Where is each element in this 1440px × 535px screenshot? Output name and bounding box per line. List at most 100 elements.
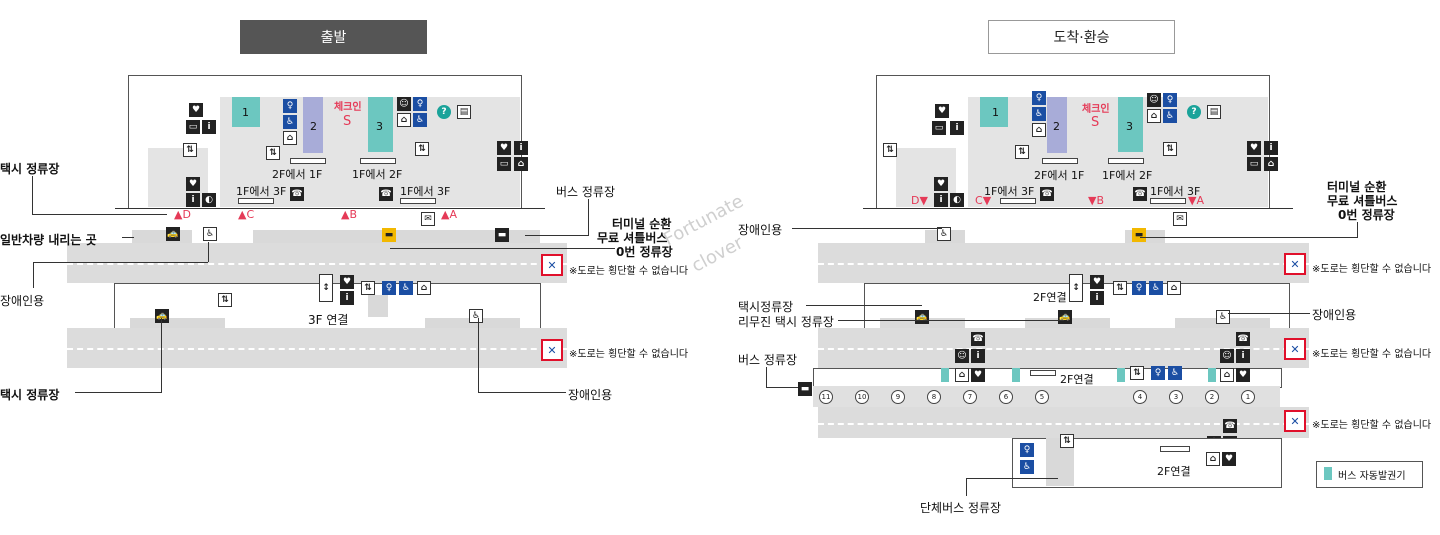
departure-header-label: 출발 [320, 30, 347, 46]
arrival-header-label: 도착·환승 [1053, 30, 1110, 46]
nursing-room-icon: ◐ [202, 193, 216, 207]
leader-line [966, 478, 1058, 479]
aed-icon: ♥ [189, 103, 203, 117]
leader-line [525, 235, 589, 236]
bus-stop-number: 3 [1169, 390, 1183, 404]
gate-a-label: A [1196, 194, 1204, 207]
departure-middle-curb-2 [425, 318, 520, 328]
smoking-icon: ⌂ [955, 368, 969, 382]
elevator-icon: ⇅ [883, 143, 897, 157]
mail-icon: ✉ [1173, 212, 1187, 226]
departure-counter-3 [368, 97, 393, 152]
aed-icon: ♥ [935, 104, 949, 118]
gate-d: D▼ [911, 194, 928, 207]
departure-connect-3f: 3F 연결 [308, 313, 349, 327]
leader-line [478, 392, 566, 393]
info-counter-icon: i [934, 193, 948, 207]
departure-1f-to-3f-b: 1F에서 3F [400, 185, 451, 198]
computer-icon: ▭ [497, 157, 511, 171]
lounge-icon: ▤ [457, 105, 471, 119]
leader-line [1228, 313, 1310, 314]
restroom-icon: ♀ [1132, 281, 1146, 295]
departure-no-crossing-2: ※도로는 횡단할 수 없습니다 [569, 349, 689, 360]
aed-icon: ♥ [186, 177, 200, 191]
wheelchair-icon: ♿ [937, 227, 951, 241]
leader-line [1357, 222, 1358, 238]
no-crossing-icon: ✕ [1284, 338, 1306, 360]
arrival-counter-3 [1118, 97, 1143, 152]
departure-accessible-left: 장애인용 [0, 294, 45, 308]
aed-icon: ♥ [934, 177, 948, 191]
arrival-counter-2-label: 2 [1053, 120, 1060, 133]
bus-ticket-machine [941, 368, 949, 382]
wheelchair-icon: ♿ [399, 281, 413, 295]
arrival-accessible-top: 장애인용 [738, 223, 783, 237]
computer-icon: ▭ [932, 121, 946, 135]
bus-stop-number: 11 [819, 390, 833, 404]
arrival-counter-3-label: 3 [1126, 120, 1133, 133]
leader-line [75, 392, 161, 393]
aed-icon: ♥ [1222, 452, 1236, 466]
leader-line [161, 318, 162, 393]
legend-box [1316, 461, 1423, 488]
smoking-icon: ⌂ [417, 281, 431, 295]
arrival-no-crossing-2: ※도로는 횡단할 수 없습니다 [1312, 349, 1432, 360]
arrival-header: 도착·환승 [988, 20, 1175, 54]
departure-1f-to-2f: 1F에서 2F [352, 168, 403, 181]
elevator-icon: ⇅ [1130, 366, 1144, 380]
bus-stop-number: 7 [963, 390, 977, 404]
info-counter-icon: i [1236, 349, 1250, 363]
wheelchair-icon: ♿ [283, 115, 297, 129]
restroom-icon: ♀ [1032, 91, 1046, 105]
bus-ticket-machine [1208, 368, 1216, 382]
taxi-icon: 🚕 [915, 310, 929, 324]
departure-bus-stop: 버스 정류장 [556, 185, 616, 199]
arrival-limousine-taxi: 리무진 택시 정류장 [738, 315, 834, 329]
arrival-group-bus: 단체버스 정류장 [920, 501, 1002, 515]
escalator-arrow [290, 158, 326, 164]
gate-c-label: C [246, 208, 255, 221]
wheelchair-icon: ♿ [203, 227, 217, 241]
arrival-checkin-label: 체크인 [1082, 104, 1110, 115]
arrival-counter-1-label: 1 [992, 106, 999, 119]
bus-icon: ▬ [798, 382, 812, 396]
wheelchair-icon: ♿ [1149, 281, 1163, 295]
leader-line [478, 318, 479, 393]
departure-curb-2 [253, 230, 540, 243]
departure-counter-2-label: 2 [310, 120, 317, 133]
wheelchair-icon: ♿ [1216, 310, 1230, 324]
departure-road-2 [67, 328, 567, 368]
info-icon: ? [437, 105, 451, 119]
wheelchair-icon: ♿ [1032, 107, 1046, 121]
departure-accessible-right: 장애인용 [568, 388, 613, 402]
arrival-counter-2 [1047, 97, 1067, 153]
escalator-arrow [238, 198, 274, 204]
baby-care-icon: ☺ [397, 97, 411, 111]
bus-ticket-machine [1117, 368, 1125, 382]
taxi-icon: 🚕 [166, 227, 180, 241]
sidewalk-line [863, 208, 1293, 209]
no-crossing-icon: ✕ [1284, 410, 1306, 432]
gate-c: C▼ [975, 194, 992, 207]
arrival-no-crossing-3: ※도로는 횡단할 수 없습니다 [1312, 420, 1432, 431]
departure-escalator-block [368, 295, 388, 317]
wheelchair-icon: ♿ [469, 309, 483, 323]
departure-road-1 [67, 243, 567, 283]
departure-counter-1-label: 1 [242, 106, 249, 119]
gate-d-label: D [182, 208, 191, 221]
bus-stop-number: 1 [1241, 390, 1255, 404]
departure-header: 출발 [240, 20, 427, 54]
info-icon: ? [1187, 105, 1201, 119]
aed-icon: ♥ [1247, 141, 1261, 155]
departure-checkin-label: 체크인 [334, 102, 362, 113]
info-counter-icon: i [202, 120, 216, 134]
leader-line [390, 248, 615, 249]
restroom-icon: ♀ [413, 97, 427, 111]
no-crossing-icon: ✕ [1284, 253, 1306, 275]
departure-2f-to-1f: 2F에서 1F [272, 168, 323, 181]
departure-counter-3-label: 3 [376, 120, 383, 133]
departure-dropoff: 일반차량 내리는 곳 [0, 233, 97, 247]
restroom-icon: ♀ [1151, 366, 1165, 380]
arrival-connect-2f-b: 2F연결 [1060, 373, 1094, 386]
bus-stop-number: 8 [927, 390, 941, 404]
